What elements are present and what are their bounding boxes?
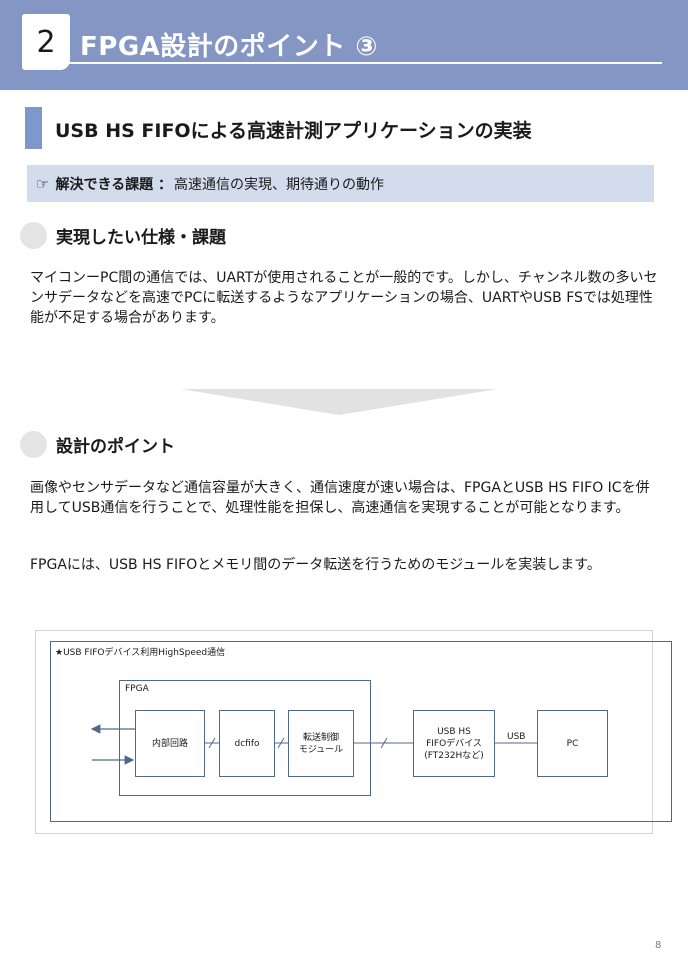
design-paragraph-1: 画像やセンサデータなど通信容量が大きく、通信速度が速い場合は、FPGAとUSB … (30, 480, 650, 516)
dcfifo-block: dcfifo (219, 710, 275, 777)
spec-heading: 実現したい仕様・課題 (20, 222, 226, 249)
section-title: USB HS FIFOによる高速計測アプリケーションの実装 (55, 120, 532, 142)
fpga-block (119, 680, 371, 796)
design-paragraph-2: FPGAには、USB HS FIFOとメモリ間のデータ転送を行うためのモジュール… (30, 557, 601, 573)
issue-banner: ☞ 解決できる課題 ： 高速通信の実現、期待通りの動作 (27, 165, 654, 202)
issue-label: 解決できる課題 ： (55, 176, 173, 193)
spec-title: 実現したい仕様・課題 (56, 228, 226, 248)
header-underline (68, 62, 662, 64)
transfer-control-block: 転送制御 モジュール (288, 710, 354, 777)
pointing-hand-icon: ☞ (36, 174, 50, 193)
spec-paragraph: マイコンーPC間の通信では、UARTが使用されることが一般的です。しかし、チャン… (30, 270, 658, 326)
section-number: 2 (22, 14, 70, 70)
design-title: 設計のポイント (56, 437, 175, 457)
usb-link-label: USB (507, 732, 526, 742)
pc-block: PC (537, 710, 608, 777)
section-accent-bar (25, 107, 42, 149)
fpga-label: FPGA (125, 684, 149, 694)
diagram-title: ★USB FIFOデバイス利用HighSpeed通信 (55, 648, 226, 658)
issue-text: 高速通信の実現、期待通りの動作 (174, 176, 385, 193)
bullet-circle-icon (20, 431, 47, 458)
diagram-border (50, 641, 672, 822)
page-header (0, 0, 688, 90)
usb-fifo-device-block: USB HS FIFOデバイス (FT232Hなど) (413, 710, 495, 777)
page-number: 8 (655, 940, 662, 951)
page-title: FPGA設計のポイント ③ (80, 32, 378, 62)
design-heading: 設計のポイント (20, 431, 175, 458)
down-arrow-icon (180, 389, 498, 415)
internal-circuit-block: 内部回路 (135, 710, 205, 777)
bullet-circle-icon (20, 222, 47, 249)
